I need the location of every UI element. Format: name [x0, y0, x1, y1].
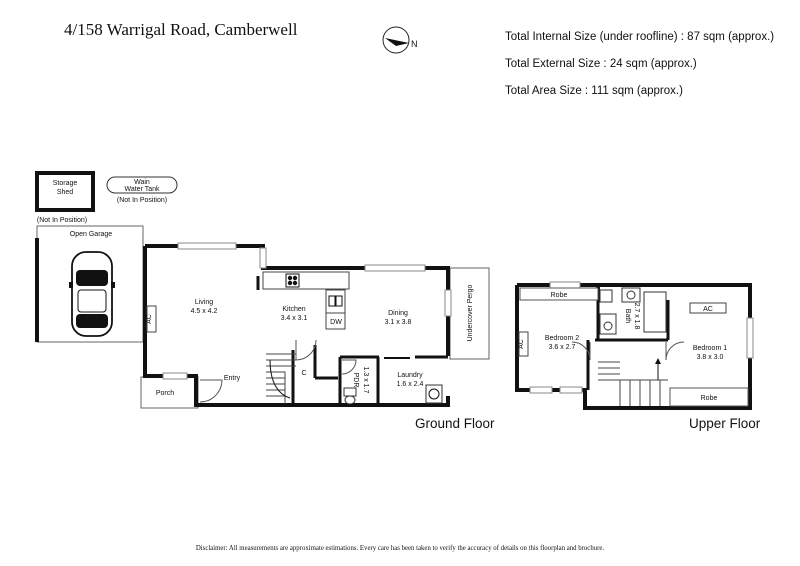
bathroom-fixtures [599, 287, 667, 335]
entry-label: Entry [224, 375, 241, 382]
bedroom2-dims: 3.6 x 2.7 [549, 344, 576, 351]
ground-stairs [266, 353, 296, 404]
ac-upper-left-label: AC [518, 339, 525, 349]
robe-top-label: Robe [551, 292, 568, 299]
open-garage: Open Garage [35, 225, 144, 343]
pergola-label: Undercover Pergo [467, 284, 474, 341]
dining-dims: 3.1 x 3.8 [385, 319, 412, 326]
water-tank-label-1: Wain [134, 179, 150, 186]
porch: Porch [140, 376, 199, 409]
toilet-icon [343, 387, 357, 405]
living-name: Living [195, 299, 213, 306]
pdr-name: PDR [352, 373, 359, 388]
north-label: N [411, 39, 418, 49]
car-icon [69, 251, 115, 337]
dining-name: Dining [388, 310, 408, 317]
kitchen-dims: 3.4 x 3.1 [281, 315, 308, 322]
upper-floor-label: Upper Floor [689, 416, 761, 431]
storage-shed-note: (Not In Position) [37, 217, 87, 224]
pdr-dims: 1.3 x 1.7 [362, 367, 369, 394]
internal-size: Total Internal Size (under roofline) : 8… [505, 31, 775, 43]
living-dims: 4.5 x 4.2 [191, 308, 218, 315]
robe-bottom-label: Robe [701, 395, 718, 402]
robe-bottom: Robe [669, 387, 749, 407]
upper-stairs [598, 358, 668, 406]
windows [162, 242, 452, 380]
total-size: Total Area Size : 111 sqm (approx.) [505, 85, 683, 97]
ac-upper-right-label: AC [703, 306, 713, 313]
ac-unit-upper-left: AC [518, 331, 529, 357]
water-tank-label-2: Water Tank [124, 186, 160, 193]
cupboard-label: C [301, 370, 306, 377]
property-address: 4/158 Warrigal Road, Camberwell [64, 20, 298, 39]
external-size: Total External Size : 24 sqm (approx.) [505, 58, 697, 70]
bedroom1-dims: 3.8 x 3.0 [697, 354, 724, 361]
doors [199, 339, 410, 403]
disclaimer: Disclaimer: All measurements are approxi… [195, 545, 605, 552]
upper-windows [529, 281, 754, 394]
size-summary: Total Internal Size (under roofline) : 8… [505, 30, 774, 111]
open-garage-label: Open Garage [70, 231, 113, 238]
pergola: Undercover Pergo [449, 267, 490, 360]
upper-doors [571, 341, 685, 361]
laundry-tub-icon [425, 384, 443, 404]
dishwasher-label: DW [330, 319, 342, 326]
bath-name: Bath [624, 309, 631, 324]
water-tank: Wain Water Tank (Not In Position) [106, 176, 178, 204]
robe-top: Robe [519, 287, 599, 301]
water-tank-note: (Not In Position) [117, 197, 167, 204]
ground-floor-label: Ground Floor [415, 416, 495, 431]
bedroom1-name: Bedroom 1 [693, 345, 727, 352]
kitchen-name: Kitchen [282, 306, 305, 313]
storage-shed-label-1: Storage [53, 180, 78, 187]
bath-dims: 2.7 x 1.8 [633, 303, 640, 330]
north-compass-icon: N [382, 26, 418, 54]
storage-shed-label-2: Shed [57, 189, 73, 196]
ac-ground-label: AC [146, 314, 153, 324]
laundry-dims: 1.6 x 2.4 [397, 381, 424, 388]
storage-shed: Storage Shed (Not In Position) [35, 171, 95, 224]
porch-label: Porch [156, 390, 174, 397]
ac-unit-ground: AC [146, 305, 157, 333]
laundry-name: Laundry [397, 372, 423, 379]
bedroom2-name: Bedroom 2 [545, 335, 579, 342]
ac-unit-upper-right: AC [689, 302, 727, 314]
kitchen-counters: DW [262, 271, 350, 330]
